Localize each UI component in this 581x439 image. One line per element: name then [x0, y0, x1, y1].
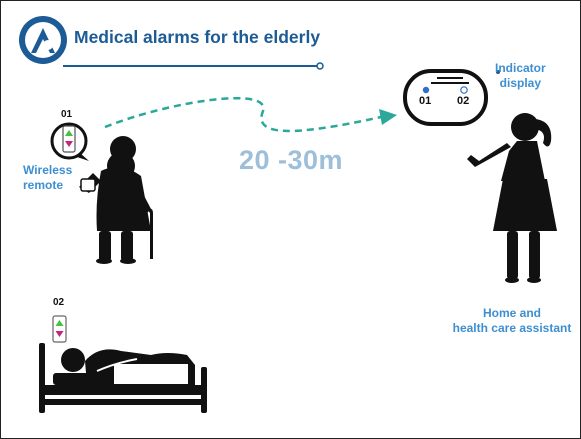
range-arrow — [104, 97, 397, 133]
logo-icon — [19, 16, 67, 64]
remote-number: 01 — [61, 109, 73, 120]
remote-label: Wireless remote — [23, 163, 72, 193]
bed-remote-icon — [52, 315, 67, 343]
remote-label-line2: remote — [23, 178, 64, 192]
indicator-label-line2: display — [499, 76, 542, 90]
page-title: Medical alarms for the elderly — [74, 27, 321, 47]
distance-label: 20 -30m — [239, 145, 344, 175]
indicator-label-line1: Indicator — [495, 61, 546, 75]
remote-label-line1: Wireless — [23, 163, 73, 177]
title-underline — [63, 62, 324, 70]
indicator-slot-02: 02 — [457, 95, 470, 107]
indicator-label: Indicator display — [495, 61, 546, 91]
assistant-label: Home and health care assistant — [447, 306, 577, 336]
assistant-label-line1: Home and — [482, 306, 541, 320]
caregiver-icon — [467, 113, 557, 283]
indicator-display-icon — [403, 69, 500, 126]
elderly-woman-icon — [79, 136, 153, 264]
remote-icon — [50, 122, 89, 161]
indicator-slot-01: 01 — [419, 95, 432, 107]
bed-patient-icon — [39, 343, 207, 413]
assistant-label-line2: health care assistant — [452, 321, 572, 335]
bed-remote-number: 02 — [53, 297, 65, 308]
